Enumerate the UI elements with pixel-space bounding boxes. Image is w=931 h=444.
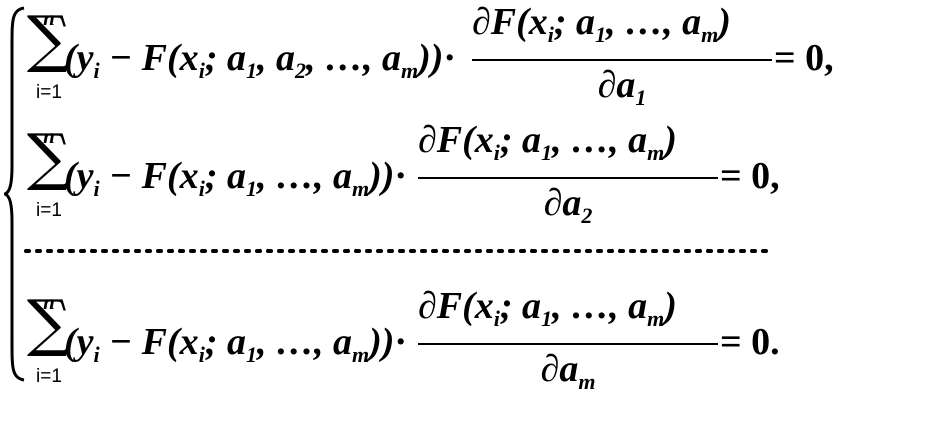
eq1-lhs: (yi − F(xi; a1, a2, …, am))· — [64, 37, 457, 83]
eq1-numerator: ∂F(xi; a1, …, am) — [472, 1, 731, 47]
eq1-rhs: = 0, — [774, 37, 834, 79]
equation-2: n ∑ i=1 (yi − F(xi; a1, …, am))· ∂F(xi; … — [26, 119, 906, 244]
sigma-symbol: ∑ — [26, 2, 72, 75]
sum-lower-limit: i=1 — [36, 366, 62, 387]
sum-upper-limit: n — [43, 6, 55, 30]
eq2-rhs: = 0, — [720, 155, 780, 197]
eq2-numerator: ∂F(xi; a1, …, am) — [418, 119, 677, 165]
eq3-numerator: ∂F(xi; a1, …, am) — [418, 285, 677, 331]
fraction-bar — [418, 177, 718, 179]
equation-1: n ∑ i=1 (yi − F(xi; a1, a2, …, am))· ∂F(… — [26, 1, 906, 126]
eq3-fraction: ∂F(xi; a1, …, am) ∂am — [418, 284, 718, 404]
eq1-fraction: ∂F(xi; a1, …, am) ∂a1 — [472, 0, 772, 120]
eq2-denominator: ∂a2 — [543, 182, 593, 228]
sum-upper-limit: n — [43, 290, 55, 314]
sigma-symbol: ∑ — [26, 120, 72, 193]
eq3-denominator: ∂am — [540, 348, 596, 394]
sigma-symbol: ∑ — [26, 286, 72, 359]
fraction-bar — [418, 343, 718, 345]
eq3-rhs: = 0. — [720, 321, 780, 363]
left-brace — [4, 6, 25, 382]
sum-upper-limit: n — [43, 124, 55, 148]
eq2-fraction: ∂F(xi; a1, …, am) ∂a2 — [418, 118, 718, 238]
equation-3: n ∑ i=1 (yi − F(xi; a1, …, am))· ∂F(xi; … — [26, 285, 906, 410]
eq1-denominator: ∂a1 — [597, 64, 647, 110]
sum-lower-limit: i=1 — [36, 200, 62, 221]
eq2-lhs: (yi − F(xi; a1, …, am))· — [64, 155, 408, 201]
sum-lower-limit: i=1 — [36, 82, 62, 103]
fraction-bar — [472, 59, 772, 61]
dotted-separator — [24, 249, 772, 253]
eq3-lhs: (yi − F(xi; a1, …, am))· — [64, 321, 408, 367]
